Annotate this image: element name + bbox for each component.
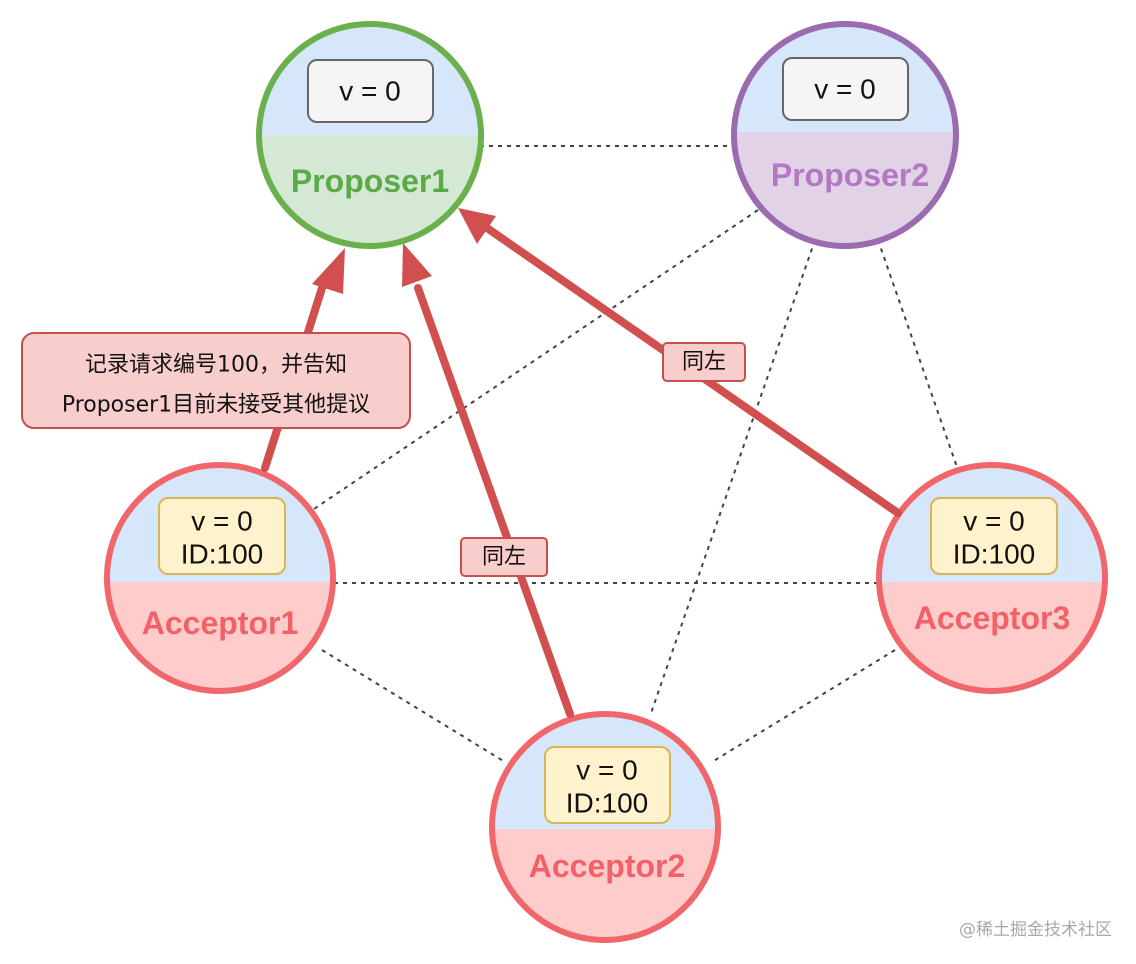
acceptor3-value-box	[930, 497, 1058, 575]
note-line1: 记录请求编号100，并告知	[85, 353, 347, 378]
edge-label-acceptor3-box	[662, 342, 746, 382]
acceptor1-value: v = 0	[191, 506, 252, 537]
note-bubble: 记录请求编号100，并告知 Proposer1目前未接受其他提议	[21, 332, 411, 429]
proposer2-value: v = 0	[814, 74, 875, 105]
proposer1-node: v = 0 Proposer1	[256, 21, 484, 249]
proposer2-value-box	[782, 57, 909, 121]
link-proposer2-acceptor1	[304, 209, 759, 516]
acceptor2-node: v = 0 ID:100 Acceptor2	[489, 711, 721, 943]
acceptor1-node: v = 0 ID:100 Acceptor1	[104, 462, 336, 694]
proposer2-circle	[731, 21, 959, 249]
note-line2: Proposer1目前未接受其他提议	[62, 393, 370, 418]
edge-label-acceptor3-text: 同左	[682, 350, 726, 375]
acceptor1-name: Acceptor1	[142, 605, 299, 641]
edge-label-acceptor2-text: 同左	[482, 545, 526, 570]
acceptor2-bottom-fill	[492, 829, 718, 940]
edge-label-acceptor2-box	[460, 537, 548, 577]
arrow-acceptor3-head	[458, 208, 496, 244]
acceptor1-id: ID:100	[181, 539, 264, 570]
proposer2-node: v = 0 Proposer2	[731, 21, 959, 249]
proposer1-value-box	[307, 59, 434, 123]
acceptor1-circle	[104, 462, 336, 694]
link-proposer2-acceptor2	[649, 239, 816, 717]
acceptor2-value-box	[544, 746, 671, 824]
proposer1-circle	[256, 21, 484, 249]
link-acceptor1-acceptor2	[321, 649, 506, 763]
acceptor3-circle	[876, 462, 1108, 694]
dotted-connections	[304, 145, 959, 763]
acceptor2-id: ID:100	[566, 788, 649, 819]
acceptor2-circle	[489, 711, 721, 943]
proposer2-name: Proposer2	[771, 157, 929, 193]
link-proposer2-acceptor3	[877, 239, 959, 471]
acceptor3-value: v = 0	[963, 506, 1024, 537]
acceptor1-bottom-fill	[107, 582, 333, 691]
arrow-acceptor1-head	[312, 248, 345, 294]
arrows	[261, 208, 902, 718]
proposer1-name: Proposer1	[291, 163, 449, 199]
acceptor2-name: Acceptor2	[529, 848, 686, 884]
acceptor1-value-box	[158, 497, 286, 575]
acceptor2-value: v = 0	[576, 755, 637, 786]
arrow-acceptor2-shaft	[414, 284, 574, 718]
proposer1-value: v = 0	[339, 76, 400, 107]
acceptor3-id: ID:100	[953, 539, 1036, 570]
edge-label-acceptor2: 同左	[460, 537, 548, 577]
acceptor3-node: v = 0 ID:100 Acceptor3	[876, 462, 1108, 694]
watermark: @稀土掘金技术社区	[959, 920, 1112, 940]
note-box	[21, 332, 411, 429]
link-acceptor3-acceptor2	[711, 649, 896, 763]
edge-label-acceptor3: 同左	[662, 342, 746, 382]
arrow-acceptor2-head	[402, 243, 432, 287]
acceptor3-name: Acceptor3	[914, 600, 1071, 636]
